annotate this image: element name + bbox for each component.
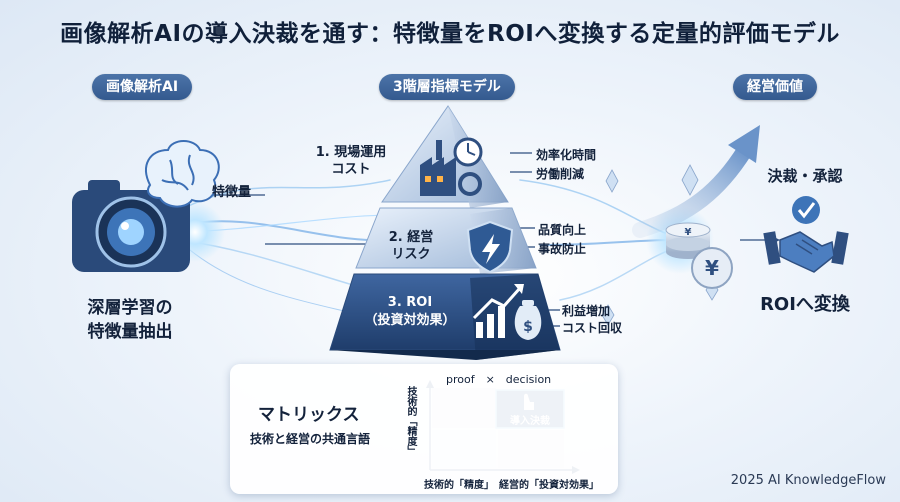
matrix-card <box>230 364 618 494</box>
svg-text:$: $ <box>523 319 533 335</box>
tier-3-label: 3. ROI （投資対効果） <box>358 294 462 330</box>
footer-credit: 2025 AI KnowledgeFlow <box>730 473 886 488</box>
feature-label: 特徴量 <box>212 185 252 200</box>
matrix-highlight-label: 導入決裁 <box>510 416 550 427</box>
growth-chart-icon <box>472 284 524 338</box>
column-header-tier-model: 3階層指標モデル <box>379 74 515 100</box>
matrix-heading: マトリックス <box>258 405 360 425</box>
camera-icon <box>72 180 190 272</box>
matrix-x-axis-label: 技術的「精度」 経営的「投資対効果」 <box>424 480 599 491</box>
handshake-icon <box>763 231 849 273</box>
tier-1-second-line: コスト <box>331 162 371 177</box>
svg-text:¥: ¥ <box>705 256 719 280</box>
tier-3-second-line: （投資対効果） <box>364 313 456 328</box>
svg-text:¥: ¥ <box>685 227 692 238</box>
matrix-top-label: proof × decision <box>446 373 552 386</box>
tier-1-metric-2: 労働削減 <box>536 167 585 181</box>
check-badge-icon <box>792 196 820 224</box>
tier-2-number-label: 2. 経営 <box>388 230 434 245</box>
caption-line-2: 特徴量抽出 <box>87 322 173 342</box>
tier-3-number-label: 3. ROI <box>387 295 433 310</box>
tier-1-label: 1. 現場運用 コスト <box>306 144 396 178</box>
camera-caption: 深層学習の 特徴量抽出 <box>70 296 190 344</box>
caption-line-1: 深層学習の <box>87 298 173 318</box>
column-header-image-ai: 画像解析AI <box>92 74 193 100</box>
yen-coins-icon: ¥ ¥ <box>665 222 733 289</box>
tier-3-metric-1: 利益増加 <box>562 304 611 318</box>
tier-2-label: 2. 経営 リスク <box>375 229 447 263</box>
matrix-y-axis-label: 技術的「精度」 <box>405 386 416 456</box>
tier-3-metric-2: コスト回収 <box>562 321 623 335</box>
tier-1-metric-1: 効率化時間 <box>536 148 597 162</box>
money-bag-icon: $ <box>514 300 542 340</box>
clock-icon <box>453 137 483 167</box>
tier-2-metric-2: 事故防止 <box>538 242 587 256</box>
rising-arrow-icon <box>632 125 760 238</box>
tier-2-second-line: リスク <box>391 247 431 262</box>
tier-2-metric-1: 品質向上 <box>538 223 587 237</box>
shield-lightning-icon <box>466 220 514 274</box>
matrix-subheading: 技術と経営の共通言語 <box>250 432 371 446</box>
tier-1-number-label: 1. 現場運用 <box>315 145 387 160</box>
column-header-business-value: 経営価値 <box>733 74 817 100</box>
factory-gear-icon <box>420 140 482 196</box>
approval-label: 決裁・承認 <box>767 167 843 185</box>
roi-conversion-label: ROIへ変換 <box>760 294 850 315</box>
page-title: 画像解析AIの導入決裁を通す：特徴量をROIへ変換する定量的評価モデル <box>60 21 840 47</box>
brain-icon <box>145 140 220 208</box>
